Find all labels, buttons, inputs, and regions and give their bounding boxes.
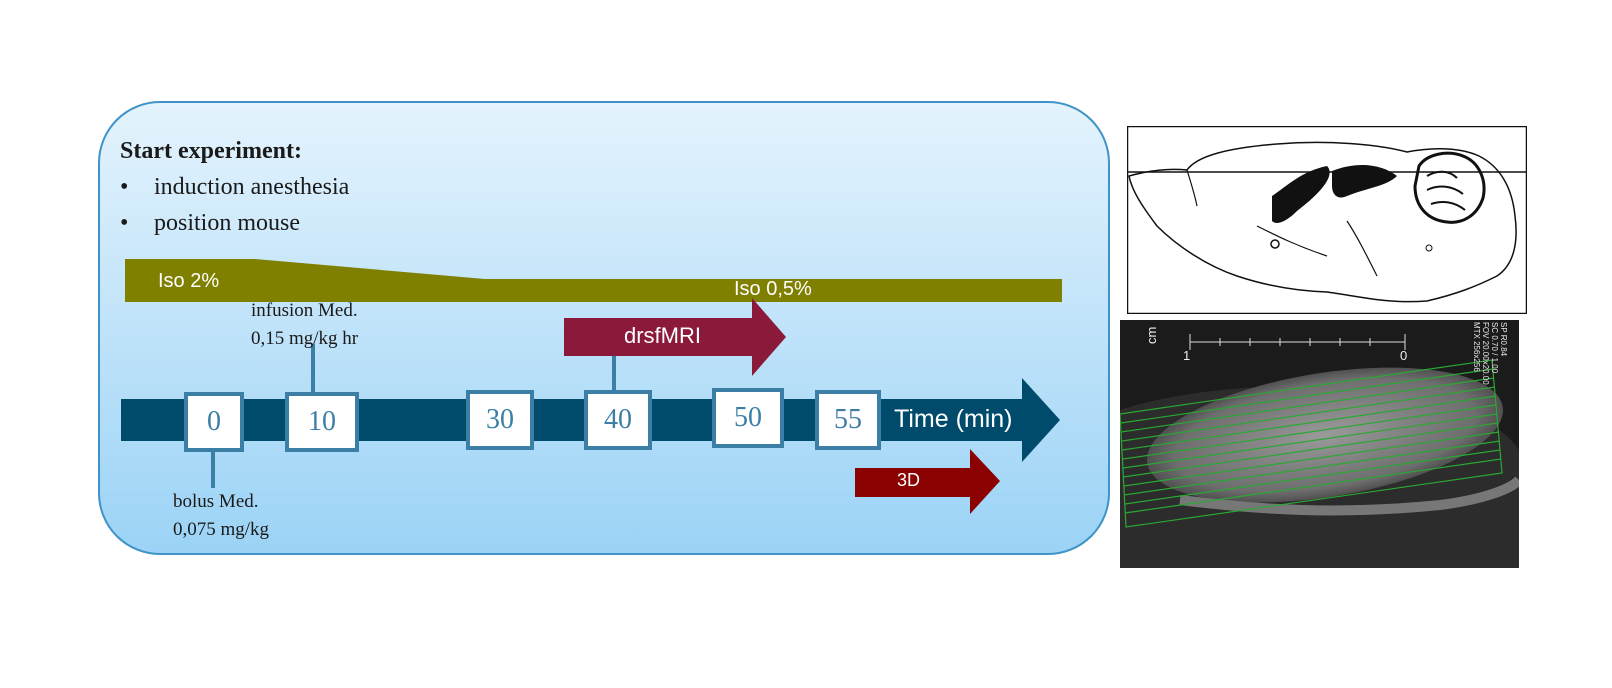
tick-50: 50 [712, 388, 784, 448]
scale-end-label: 0 [1400, 348, 1408, 363]
brain-outline [1128, 141, 1517, 303]
bolus-label: bolus Med. 0,075 mg/kg [173, 488, 269, 544]
tick-30: 30 [466, 390, 534, 450]
bolus-connector [211, 446, 215, 488]
scale-start-label: 1 [1183, 348, 1191, 363]
olfactory-line [1186, 169, 1198, 207]
start-title: Start experiment: [120, 138, 302, 164]
atlas-circle [1270, 239, 1280, 249]
infusion-label-line2: 0,15 mg/kg hr [251, 328, 359, 349]
ventricle-shape [1272, 166, 1330, 223]
bullet-dot: • [120, 174, 129, 200]
mri-muscle [1179, 476, 1519, 516]
step-label: induction anesthesia [154, 174, 350, 200]
tick-0: 0 [184, 392, 244, 452]
time-axis-label: Time (min) [894, 405, 1013, 433]
infusion-label-line1: infusion Med. [251, 300, 358, 321]
tick-40: 40 [584, 390, 652, 450]
iso-maintenance-label: Iso 0,5% [734, 278, 812, 300]
mri-brain [1146, 367, 1504, 503]
acquisition-params: SP R0.84 SC 0.70 / 1.00 FOV 20.00x20.00 … [1472, 322, 1508, 385]
brain-atlas-sagittal [1127, 126, 1527, 314]
param-line: MTX 256x256 [1472, 322, 1481, 372]
param-line: FOV 20.00x20.00 [1481, 322, 1490, 385]
mri-sagittal-image: cm 1 0 SP R0.84 SC 0.70 / 1.00 FOV 20.00… [1120, 320, 1519, 568]
tick-55: 55 [815, 390, 881, 450]
step-induction: • induction anesthesia [120, 174, 349, 201]
param-line: SC 0.70 / 1.00 [1490, 322, 1499, 374]
threeD-arrow [855, 449, 1000, 514]
mri-graphic [1120, 320, 1519, 568]
rsfmri-connector [612, 354, 616, 394]
internal-lines [1256, 220, 1378, 277]
bullet-dot: • [120, 210, 129, 236]
infusion-label: infusion Med. 0,15 mg/kg hr [251, 297, 358, 353]
param-line: SP R0.84 [1499, 322, 1508, 357]
bolus-label-line2: 0,075 mg/kg [173, 519, 270, 540]
cerebellum-shape [1413, 151, 1486, 224]
threeD-label: 3D [897, 470, 921, 490]
atlas-marker [1425, 244, 1433, 252]
scale-unit: cm [1144, 326, 1159, 344]
cerebellum-folia [1426, 170, 1466, 211]
tick-10: 10 [285, 392, 359, 452]
rsfmri-arrow [564, 298, 786, 376]
rsfmri-label: drsfMRI [624, 323, 701, 348]
hippocampus-shape [1332, 164, 1397, 198]
iso-initial-label: Iso 2% [158, 270, 220, 292]
infusion-connector [311, 344, 315, 396]
bolus-label-line1: bolus Med. [173, 491, 259, 512]
scale-bar [1189, 334, 1406, 350]
iso-bar-shape [125, 259, 1062, 302]
slice-box [1120, 359, 1503, 528]
step-position: • position mouse [120, 210, 300, 237]
step-label: position mouse [154, 210, 301, 236]
